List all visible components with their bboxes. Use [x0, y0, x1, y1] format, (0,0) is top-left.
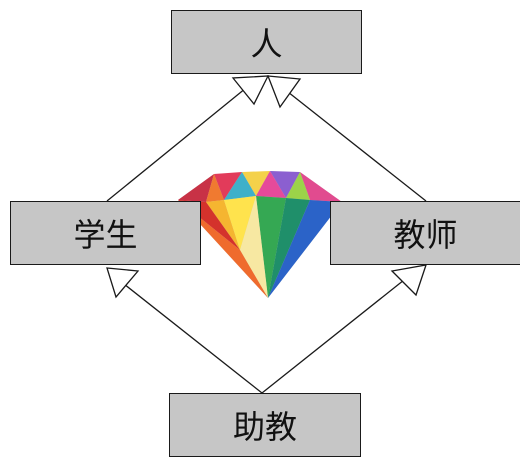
- arrowhead-ta-student: [106, 267, 140, 299]
- edge-ta-to-student: [123, 283, 263, 394]
- node-teacher-label: 教师: [393, 216, 458, 254]
- arrowheads: [106, 75, 427, 299]
- node-teacher: 教师: [330, 201, 520, 265]
- edge-ta-to-teacher: [261, 279, 405, 394]
- diamond-gem-icon: [178, 171, 342, 298]
- arrowhead-student-person: [231, 75, 270, 106]
- node-ta: 助教: [169, 393, 361, 457]
- edge-teacher-to-person: [287, 91, 427, 202]
- node-student: 学生: [10, 201, 201, 265]
- node-person-label: 人: [250, 25, 283, 63]
- arrowhead-ta-teacher: [390, 264, 427, 297]
- node-student-label: 学生: [73, 216, 138, 254]
- node-person: 人: [171, 10, 362, 74]
- arrowhead-teacher-person: [267, 75, 302, 109]
- node-ta-label: 助教: [232, 408, 297, 446]
- edge-student-to-person: [106, 87, 247, 202]
- connectors: [106, 87, 427, 394]
